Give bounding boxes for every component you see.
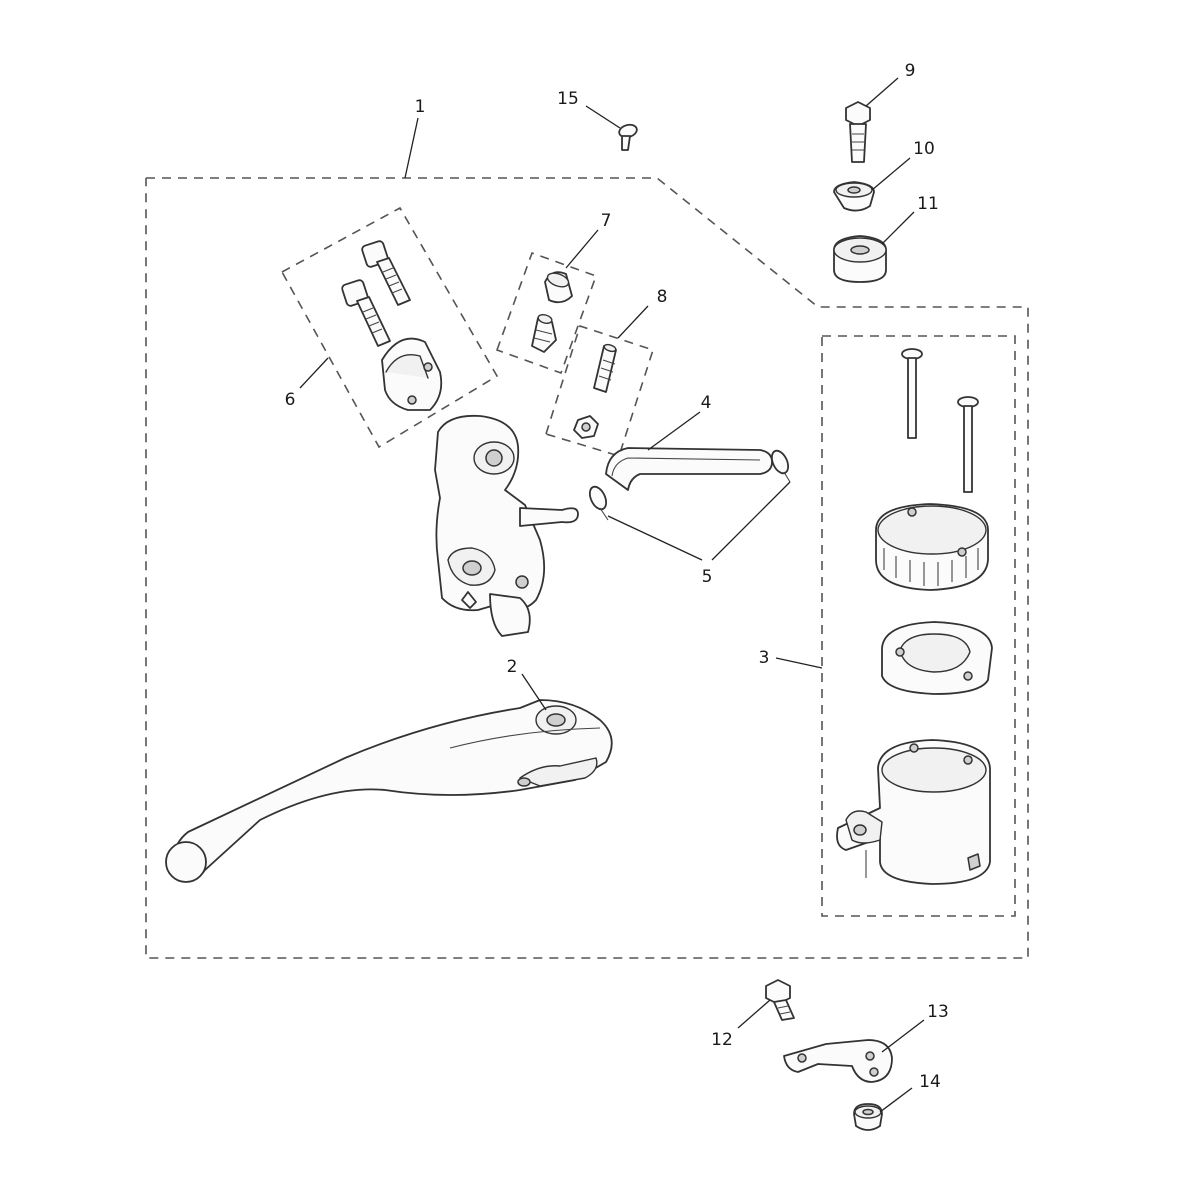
mounting-bracket (783, 1039, 893, 1083)
handlebar-clamp (381, 337, 443, 411)
spacer-washer (833, 181, 875, 212)
bleed-screw-cap (544, 271, 573, 304)
reservoir-group-outline (821, 335, 1016, 917)
leader-lines (299, 77, 925, 1113)
callout-15: 15 (557, 89, 579, 109)
clamp-bolt-upper (361, 240, 411, 306)
callout-10: 10 (913, 139, 935, 159)
clamp-bolt-lower (341, 279, 391, 347)
callout-8: 8 (657, 287, 668, 307)
callout-6: 6 (285, 390, 296, 410)
callout-9: 9 (905, 61, 916, 81)
hose-clip-right (770, 449, 791, 483)
adjuster-nut (573, 415, 599, 439)
callout-2: 2 (507, 657, 518, 677)
adjuster-rod (593, 343, 617, 393)
callout-12: 12 (711, 1030, 733, 1050)
callout-3: 3 (759, 648, 770, 668)
master-cylinder-body (434, 414, 579, 637)
reservoir-screw-long (901, 348, 923, 439)
reservoir-hose (605, 447, 773, 491)
callout-11: 11 (917, 194, 939, 214)
brake-lever (165, 699, 613, 883)
bleed-screw (531, 314, 557, 353)
callout-7: 7 (601, 211, 612, 231)
adjuster-kit-outline (544, 324, 655, 457)
reservoir-diaphragm (881, 621, 993, 695)
callout-1: 1 (415, 97, 426, 117)
callout-4: 4 (701, 393, 712, 413)
bracket-nut (853, 1103, 883, 1131)
bracket-bolt (765, 979, 795, 1021)
bolt-kit-outline (280, 206, 499, 449)
reservoir-cap (875, 503, 989, 591)
rubber-grommet (833, 235, 887, 283)
hose-clip-left (588, 485, 609, 521)
reservoir-body (836, 739, 991, 885)
mounting-bolt-top (845, 101, 871, 163)
small-screw (618, 123, 638, 151)
reservoir-screw-short (957, 396, 979, 493)
callout-13: 13 (927, 1002, 949, 1022)
bleed-screw-kit-outline (495, 251, 598, 375)
callout-14: 14 (919, 1072, 941, 1092)
callout-5: 5 (702, 567, 713, 587)
